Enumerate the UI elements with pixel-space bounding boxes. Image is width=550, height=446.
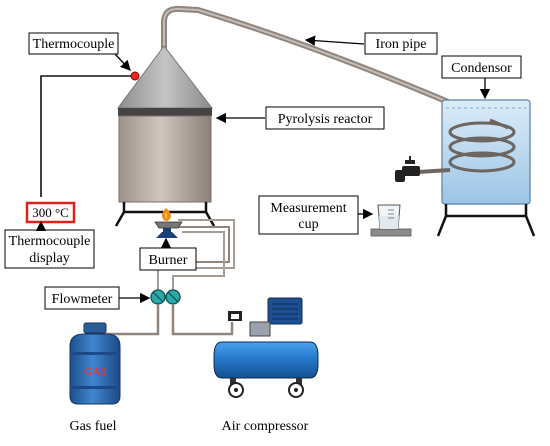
thermocouple-display-label-line1: Thermocouple <box>9 234 91 249</box>
iron-pipe-arrow <box>304 35 365 46</box>
flowmeter-label: Flowmeter <box>52 292 113 307</box>
air-compressor <box>213 297 319 398</box>
measurement-cup-label-box <box>258 195 359 235</box>
measurement-cup <box>370 204 412 237</box>
measurement-cup-label-line2: cup <box>298 217 318 232</box>
thermocouple-sensor <box>130 71 140 81</box>
burner-label-box <box>139 247 197 271</box>
iron-pipe-label: Iron pipe <box>376 37 427 52</box>
gas-line <box>96 304 160 336</box>
iron-pipe <box>161 5 493 123</box>
faucet <box>395 156 420 182</box>
iron-pipe-label-box <box>364 32 438 55</box>
thermocouple-label-box <box>28 32 119 55</box>
burner-label: Burner <box>149 253 188 268</box>
thermocouple-wire <box>40 75 131 197</box>
thermocouple-display-label-line2: display <box>29 251 69 266</box>
pyrolysis-reactor <box>114 45 216 227</box>
gas-cylinder: GAS <box>69 322 121 405</box>
gas-tank-text: GAS <box>84 366 107 378</box>
condensor-label: Condensor <box>451 61 512 76</box>
flowmeters <box>150 289 181 305</box>
pyrolysis-reactor-label-box <box>265 106 385 130</box>
condenser <box>417 99 536 237</box>
air-line <box>171 304 234 336</box>
thermocouple-display <box>25 201 76 224</box>
burner <box>154 208 183 238</box>
thermocouple-arrow <box>114 53 131 71</box>
gas-fuel-label: Gas fuel <box>69 419 116 434</box>
measurement-cup-label-line1: Measurement <box>270 201 346 216</box>
air-compressor-label: Air compressor <box>222 419 309 434</box>
thermocouple-label: Thermocouple <box>33 37 115 52</box>
thermocouple-display-reading: 300 °C <box>32 205 69 220</box>
thermocouple-display-label-box <box>4 229 95 269</box>
condensor-label-box <box>441 55 522 79</box>
pyrolysis-reactor-label: Pyrolysis reactor <box>278 112 373 127</box>
